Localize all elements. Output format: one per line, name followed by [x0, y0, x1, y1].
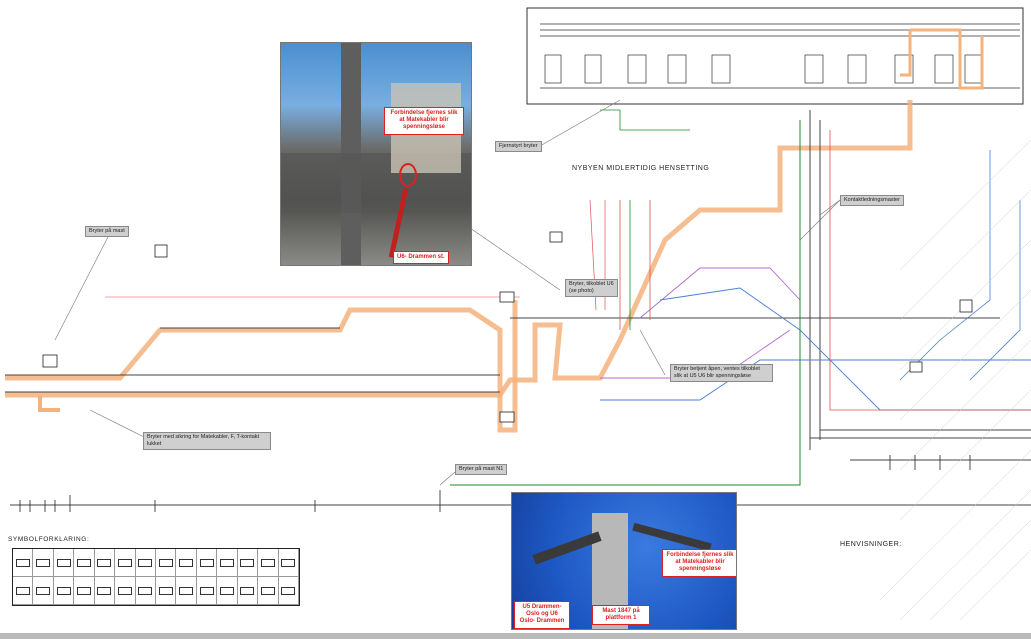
- legend-symbol: [53, 549, 75, 577]
- busbar-panel: [526, 7, 1024, 105]
- legend-symbol: [237, 549, 259, 577]
- legend-symbol: [156, 577, 177, 605]
- legend-symbol: [115, 549, 136, 577]
- legend-grid: [12, 548, 300, 606]
- legend-symbol: [156, 549, 177, 577]
- legend: SYMBOLFORKLARING:: [8, 536, 300, 606]
- leader-lines: [54, 99, 841, 486]
- photo-marker-circle: [399, 163, 417, 187]
- legend-symbol: [115, 577, 136, 605]
- photo-bottom-label-left: U5 Drammen-Oslo og U6 Oslo- Drammen: [514, 601, 570, 629]
- callout-connected-switch: Bryter, tilkoblet U6 (se photo): [565, 279, 618, 297]
- photo-top: Forbindelse fjernes slik at Matekabler b…: [280, 42, 472, 266]
- photo-bottom-label-right: Mast 1847 på plattform 1: [592, 605, 650, 626]
- photo-top-label: U6- Drammen st.: [393, 251, 449, 265]
- callout-switch-open: Bryter betjent åpen, ventes tilkoblet sl…: [670, 364, 773, 382]
- legend-symbol: [135, 577, 156, 605]
- legend-symbol: [176, 577, 197, 605]
- callout-masts: Kontaktledningsmaster: [840, 195, 904, 206]
- legend-symbol: [94, 549, 116, 577]
- legend-symbol: [278, 577, 299, 605]
- legend-symbol: [217, 577, 238, 605]
- bottom-border: [0, 633, 1031, 639]
- photo-bottom-note: Forbindelse fjernes slik at Matekabler b…: [662, 549, 736, 577]
- legend-symbol: [196, 577, 218, 605]
- legend-title: SYMBOLFORKLARING:: [8, 536, 90, 543]
- legend-symbol: [74, 549, 95, 577]
- callout-mast-n1: Bryter på mast N1: [455, 464, 508, 475]
- references-title: HENVISNINGER:: [840, 541, 902, 548]
- legend-symbol: [196, 549, 218, 577]
- legend-symbol: [258, 577, 279, 605]
- legend-symbol: [278, 549, 299, 577]
- hatched-area: [879, 139, 1031, 621]
- legend-symbol: [176, 549, 197, 577]
- photo-bottom: Forbindelse fjernes slik at Matekabler b…: [511, 492, 737, 630]
- callout-mast-switch: Bryter på mast: [85, 226, 129, 237]
- callout-remote-switch: Fjernstyrt bryter: [495, 141, 542, 152]
- legend-symbol: [13, 549, 34, 577]
- callout-fuse-switch: Bryter med sikring for Matekabler, F, T-…: [143, 432, 271, 450]
- temporary-area-title: NYBYEN MIDLERTIDIG HENSETTING: [572, 165, 710, 172]
- photo-clamp-right: [632, 522, 712, 552]
- legend-symbol: [13, 577, 34, 605]
- legend-symbol: [53, 577, 75, 605]
- legend-symbol: [33, 577, 54, 605]
- switch-symbols: [42, 231, 973, 423]
- legend-symbol: [33, 549, 54, 577]
- legend-symbol: [217, 549, 238, 577]
- legend-symbol: [135, 549, 156, 577]
- colored-feeders: [450, 109, 1031, 486]
- mast-markers: [19, 455, 971, 512]
- legend-symbol: [237, 577, 259, 605]
- legend-symbol: [258, 549, 279, 577]
- legend-symbol: [74, 577, 95, 605]
- legend-symbol: [94, 577, 116, 605]
- photo-top-note: Forbindelse fjernes slik at Matekabler b…: [384, 107, 464, 135]
